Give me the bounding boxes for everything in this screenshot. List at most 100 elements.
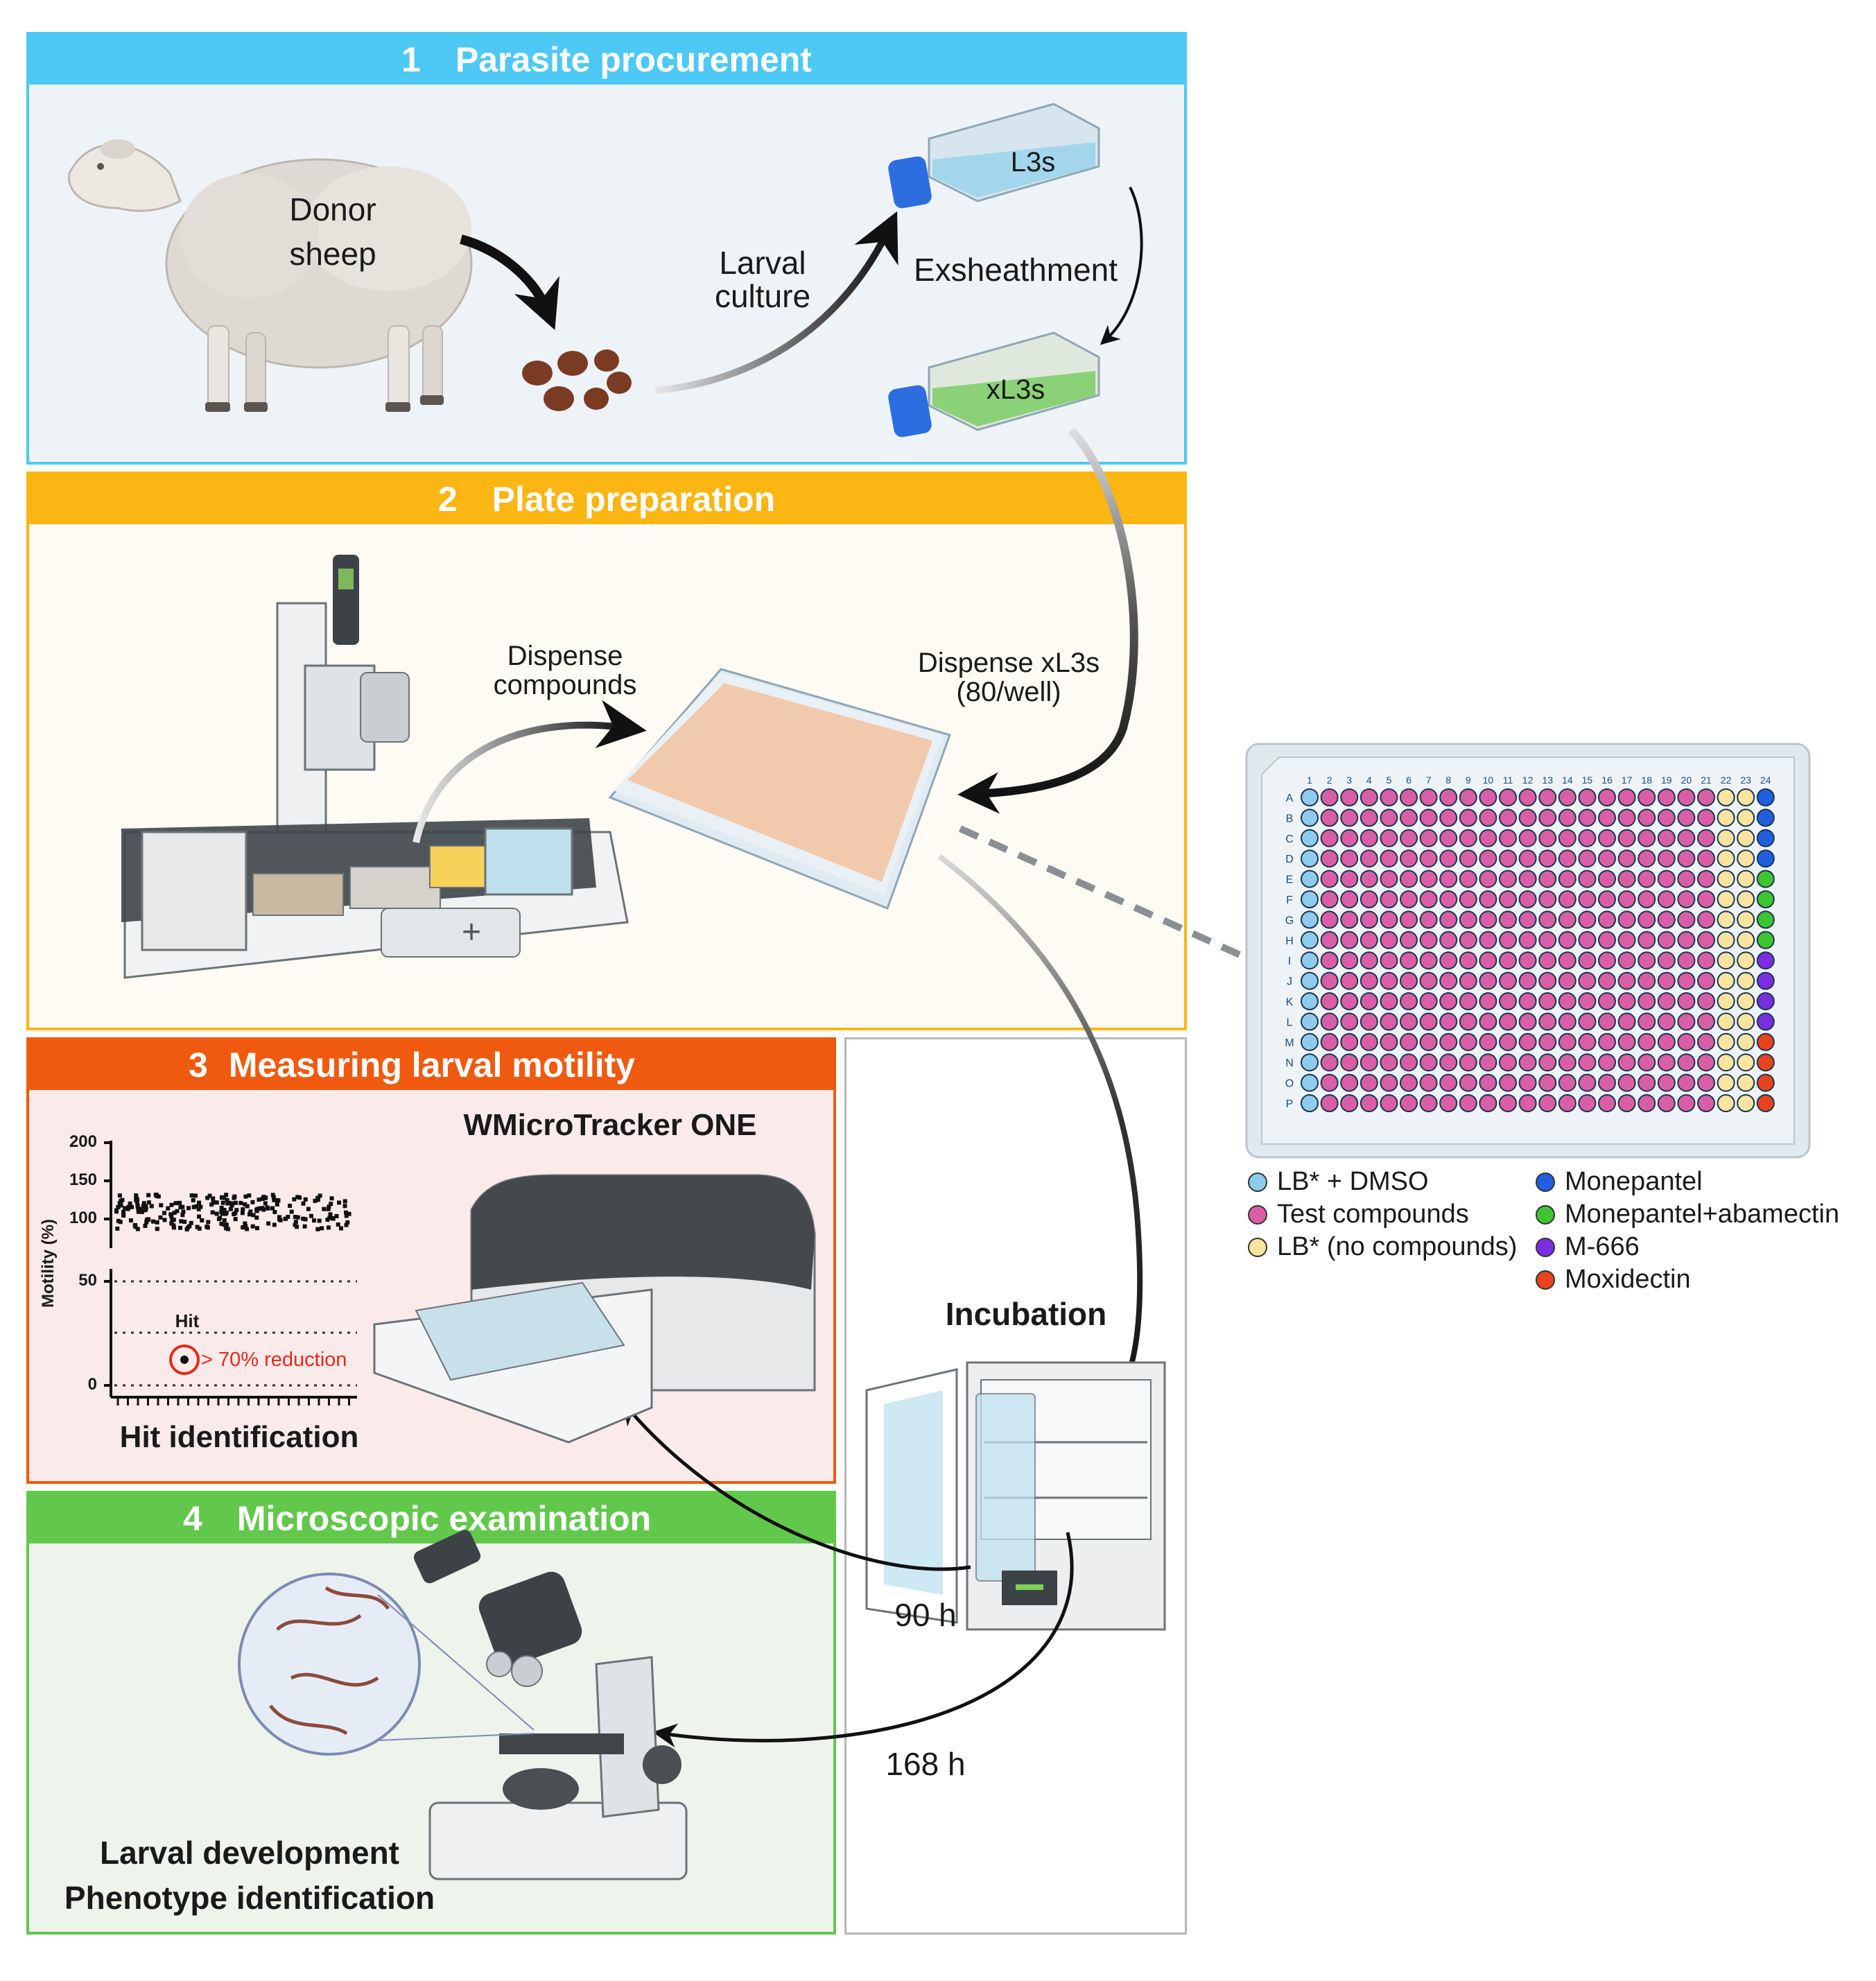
plate-well: [1657, 870, 1676, 888]
plate-row-label: G: [1285, 915, 1294, 926]
plate-well: [1380, 992, 1398, 1010]
plate-well: [1578, 849, 1597, 868]
incubation-time-90: 90 h: [894, 1597, 957, 1633]
scatter-point: [247, 1193, 252, 1198]
scatter-point: [342, 1204, 347, 1209]
plate-well: [1717, 1012, 1735, 1031]
plate-well: [1459, 931, 1477, 949]
plate-well: [1737, 931, 1755, 949]
plate-well: [1756, 788, 1775, 806]
plate-well: [1499, 829, 1517, 847]
plate-well: [1538, 1012, 1557, 1031]
plate-well: [1419, 849, 1438, 868]
plate-well: [1598, 808, 1616, 827]
plate-well: [1459, 971, 1477, 990]
legend-item: LB* + DMSO: [1248, 1167, 1429, 1197]
plate-well: [1657, 849, 1676, 868]
plate-well: [1617, 951, 1636, 970]
legend-label: Monepantel+abamectin: [1565, 1200, 1840, 1229]
plate-well: [1578, 971, 1597, 990]
plate-well: [1638, 931, 1656, 949]
scatter-point: [220, 1211, 225, 1216]
scatter-point: [286, 1214, 290, 1219]
scatter-point: [132, 1223, 137, 1228]
scatter-point: [177, 1200, 182, 1205]
plate-well: [1737, 1094, 1755, 1112]
plate-well: [1360, 829, 1378, 847]
scatter-point: [331, 1216, 336, 1221]
scatter-point: [173, 1201, 178, 1206]
scatter-point: [121, 1212, 126, 1217]
plate-well: [1538, 992, 1557, 1010]
scatter-point: [266, 1206, 270, 1211]
plate-well: [1518, 849, 1537, 868]
plate-well: [1697, 992, 1715, 1010]
scatter-point: [248, 1209, 253, 1214]
scatter-point: [277, 1215, 281, 1220]
scatter-point: [257, 1206, 262, 1211]
plate-well: [1598, 992, 1616, 1010]
plate-column-label: 11: [1503, 775, 1513, 786]
scatter-point: [197, 1200, 202, 1205]
plate-well: [1400, 931, 1418, 949]
plate-row-label: B: [1286, 813, 1294, 824]
scatter-point: [303, 1197, 308, 1202]
plate-well: [1459, 910, 1477, 929]
plate-well: [1657, 1012, 1676, 1031]
scatter-point: [243, 1221, 247, 1226]
plate-well: [1340, 870, 1359, 888]
plate-well: [1617, 1094, 1636, 1112]
plate-well: [1677, 829, 1696, 847]
plate-well: [1459, 1094, 1477, 1112]
plate-well: [1677, 951, 1696, 970]
scatter-point: [302, 1224, 307, 1229]
plate-well: [1360, 1053, 1378, 1072]
plate-well: [1717, 870, 1735, 888]
plate-well: [1697, 890, 1715, 908]
scatter-point: [261, 1207, 266, 1212]
plate-well: [1360, 931, 1378, 949]
plate-well: [1538, 870, 1557, 888]
plate-well: [1638, 992, 1656, 1010]
plate-well: [1717, 951, 1735, 970]
scatter-point: [169, 1202, 174, 1207]
plate-well: [1677, 788, 1696, 806]
scatter-point: [224, 1193, 229, 1197]
arrow-dispense-compounds: [412, 700, 647, 844]
plate-well: [1677, 931, 1696, 949]
plate-well: [1479, 931, 1497, 949]
scatter-point: [272, 1222, 277, 1227]
plate-well: [1677, 1032, 1696, 1051]
scatter-point: [243, 1202, 247, 1206]
plate-well: [1320, 910, 1339, 929]
plate-well: [1479, 890, 1497, 908]
plate-well: [1459, 1053, 1477, 1072]
scatter-point: [197, 1226, 202, 1231]
plate-well: [1380, 788, 1398, 806]
plate-well: [1538, 971, 1557, 990]
scatter-point: [222, 1195, 227, 1200]
hit-label: Hit: [175, 1310, 200, 1331]
plate-well: [1598, 1012, 1616, 1031]
plate-well: [1558, 1094, 1577, 1112]
plate-well: [1756, 931, 1775, 949]
plate-well: [1479, 849, 1497, 868]
plate-well: [1320, 1012, 1339, 1031]
plate-well: [1717, 849, 1735, 868]
scatter-point: [189, 1220, 193, 1225]
scatter-point: [289, 1209, 294, 1214]
scatter-point: [344, 1210, 349, 1215]
plate-well: [1558, 1053, 1577, 1072]
scatter-point: [241, 1207, 245, 1212]
scatter-point: [232, 1195, 236, 1200]
plate-row-label: E: [1286, 874, 1294, 886]
plate-well: [1419, 931, 1438, 949]
plate-well: [1380, 808, 1398, 827]
scatter-point: [275, 1202, 279, 1207]
plate-well: [1677, 1073, 1696, 1092]
arrow-exsheathment: [1100, 187, 1143, 345]
section-number: 2: [437, 480, 458, 519]
plate-well: [1717, 890, 1735, 908]
